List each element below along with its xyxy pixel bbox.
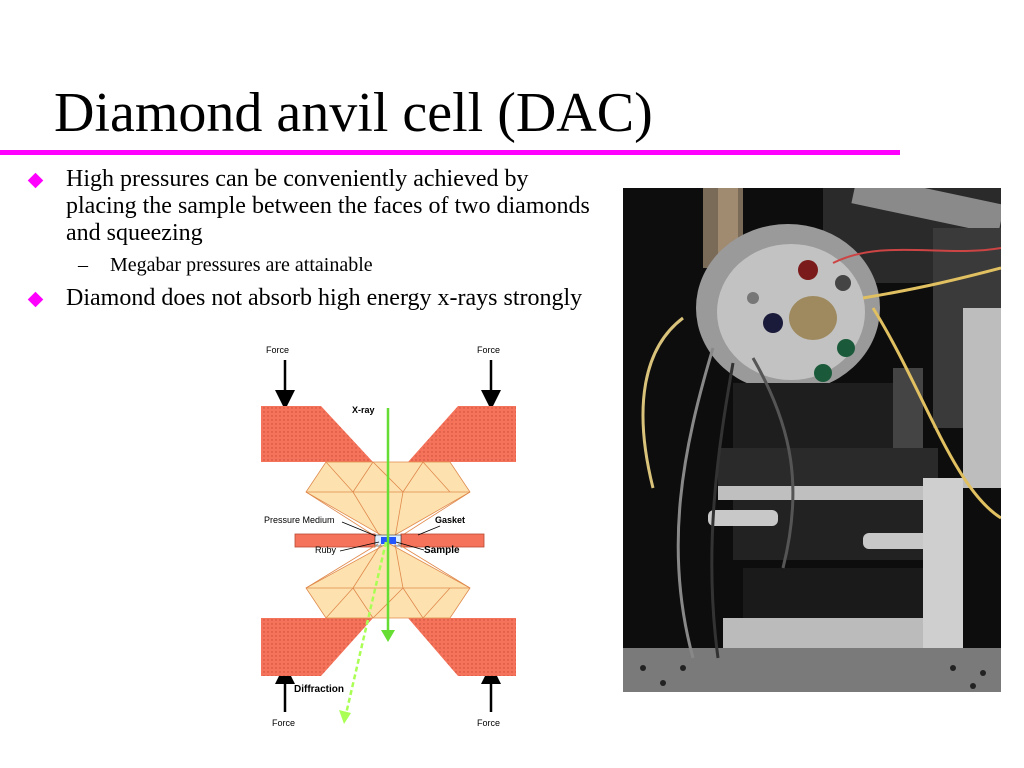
bullet-item: High pressures can be conveniently achie… [27, 166, 600, 247]
xray-arrowhead [381, 630, 395, 642]
force-label-bottom-left: Force [272, 718, 295, 728]
diffraction-label: Diffraction [294, 684, 344, 695]
pressure-medium-label: Pressure Medium [264, 515, 335, 525]
sample-leader [395, 541, 425, 551]
force-label-top-right: Force [477, 345, 500, 355]
force-label-bottom-right: Force [477, 718, 500, 728]
ruby-label: Ruby [315, 545, 337, 555]
sub-bullet-item: – Megabar pressures are attainable [30, 253, 600, 277]
gasket-label: Gasket [435, 515, 465, 525]
force-label-top-left: Force [266, 345, 289, 355]
diamond-bullet-icon [27, 172, 44, 189]
diffraction-beam [344, 541, 388, 715]
xray-label: X-ray [352, 405, 375, 415]
pressure-medium-leader [341, 521, 377, 537]
dac-diagram: Force Force Force Force [261, 345, 516, 728]
anvil-top-left [261, 406, 373, 462]
sample-label: Sample [424, 545, 460, 556]
bullet-list: High pressures can be conveniently achie… [27, 166, 600, 312]
sub-bullet-text: Megabar pressures are attainable [110, 254, 373, 276]
anvil-top-right [408, 406, 516, 462]
bullet-text: Diamond does not absorb high energy x-ra… [66, 285, 583, 311]
title-divider [0, 150, 900, 155]
ruby-leader [339, 541, 380, 552]
gasket-leader [417, 525, 441, 536]
bullet-text: High pressures can be conveniently achie… [66, 166, 590, 246]
bullet-item: Diamond does not absorb high energy x-ra… [27, 285, 600, 312]
anvil-bottom-right [408, 618, 516, 676]
sub-bullet-marker: – [78, 254, 88, 276]
anvil-bottom-left [261, 618, 373, 676]
diffraction-arrowhead [339, 710, 351, 724]
diamond-bullet-icon [27, 291, 44, 308]
slide-title: Diamond anvil cell (DAC) [54, 82, 653, 144]
dac-photograph [623, 188, 1001, 692]
